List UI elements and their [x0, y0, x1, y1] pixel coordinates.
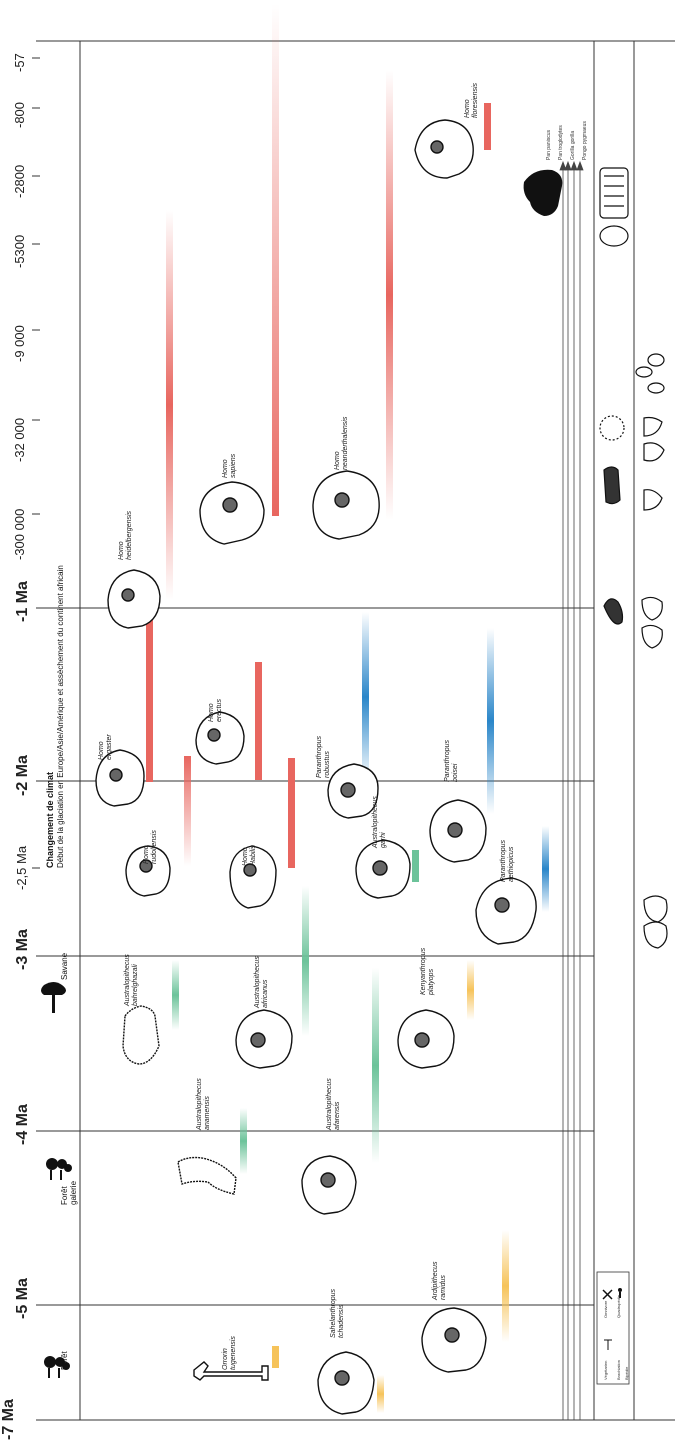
- bar-africanus: [302, 886, 309, 1036]
- skull-icon: [328, 764, 378, 818]
- tree-icon: [41, 982, 66, 1013]
- bar-neanderthalensis: [386, 70, 393, 520]
- ape-label: Gorilla gorilla: [570, 131, 576, 160]
- tool-icon: [644, 896, 667, 948]
- bar-afarensis: [372, 968, 379, 1163]
- frame: [36, 41, 675, 1420]
- tool-icon: [600, 226, 628, 246]
- bar-aethiopicus: [542, 826, 549, 912]
- legend-vegetarian: Végétarien: [603, 1361, 608, 1380]
- legend-quadrupedie: Quadrupédie: [616, 1295, 621, 1318]
- year-label: -800: [12, 102, 27, 128]
- tool-icon: [642, 597, 662, 648]
- label-floresiensis: Homo floresiensis: [464, 80, 480, 118]
- ape-label: Pongo pygmaeus: [582, 121, 588, 160]
- label-rudolfensis: Homo rudolfensis: [143, 824, 159, 864]
- bar-garhi: [412, 850, 419, 882]
- skull-icon: [178, 1158, 236, 1195]
- label-tugenensis: Orrorin tugenensis: [222, 1326, 238, 1370]
- label-platyops: Kenyanthropus platyops: [420, 941, 436, 995]
- habitat-foret: Forêt: [60, 1351, 69, 1370]
- label-africanus: Australopithecus africanus: [254, 948, 270, 1008]
- skull-icon: [422, 1308, 486, 1372]
- label-garhi: Australopithecus garhi: [372, 786, 388, 848]
- label-anamensis: Australopithecus anamensis: [196, 1070, 212, 1130]
- bar-ramidus: [502, 1230, 509, 1342]
- bar-tchadensis: [377, 1375, 384, 1413]
- label-heidelbergensis: Homo heidelbergensis: [118, 500, 134, 560]
- bar-habilis: [288, 758, 295, 868]
- bar-sapiens: [272, 4, 279, 516]
- legend-bipedie: Bipédie: [624, 1367, 629, 1380]
- label-neanderthalensis: Homo neanderthalensis: [334, 406, 350, 470]
- ape-label: Pan paniscus: [546, 130, 552, 160]
- ma-label-1: -1 Ma: [14, 581, 32, 622]
- skull-icon: [356, 840, 410, 898]
- skull-icon: [108, 570, 160, 628]
- skull-icon: [313, 471, 379, 539]
- bar-rudolfensis: [184, 756, 191, 866]
- sub-label-2-5: -2,5 Ma: [14, 846, 29, 890]
- skull-icon: [318, 1352, 374, 1414]
- skull-icon: [123, 1006, 159, 1064]
- tool-icon: [604, 467, 620, 504]
- label-ergaster: Homo ergaster: [98, 730, 114, 760]
- skull-icon: [302, 1156, 356, 1214]
- tool-icon: [604, 599, 623, 624]
- climate-text: Début de la glaciation en Europe/Asie/Am…: [56, 565, 65, 868]
- label-robustus: Paranthropus robustus: [316, 728, 332, 778]
- tool-icon: [636, 354, 664, 393]
- label-sapiens: Homo sapiens: [222, 448, 238, 478]
- label-erectus: Homo erectus: [208, 692, 224, 722]
- label-boisei: Paranthropus boisei: [444, 738, 460, 782]
- legend-brachiation: Brachiation: [616, 1360, 621, 1380]
- year-label: -9 000: [12, 325, 27, 362]
- year-label: -2800: [12, 165, 27, 198]
- year-label: -32 000: [12, 418, 27, 462]
- bar-ergaster: [146, 612, 153, 782]
- label-afarensis: Australopithecus afarensis: [326, 1070, 342, 1130]
- skull-icon: [430, 800, 486, 862]
- label-ramidus: Ardipithecus ramidus: [432, 1254, 448, 1300]
- ma-label-7: -7 Ma: [0, 1399, 18, 1440]
- bar-tugenensis: [272, 1346, 279, 1368]
- ma-label-5: -5 Ma: [14, 1278, 32, 1319]
- bar-heidelbergensis: [166, 210, 173, 600]
- skull-icon: [476, 878, 536, 944]
- tool-icon: [600, 168, 628, 218]
- ma-label-3: -3 Ma: [14, 929, 32, 970]
- skull-icon: [236, 1010, 292, 1068]
- year-label: -57: [12, 53, 27, 72]
- tool-icon: [644, 418, 664, 511]
- bar-robustus: [362, 612, 369, 782]
- ma-label-2: -2 Ma: [14, 755, 32, 796]
- bar-bahrelghazali: [172, 960, 179, 1030]
- year-ticks: [32, 58, 40, 868]
- label-bahrelghazali: Australopithecus bahrelghazali: [124, 936, 140, 1006]
- bar-platyops: [467, 960, 474, 1020]
- ma-label-4: -4 Ma: [14, 1104, 32, 1145]
- habitat-foret-galerie: Forêt galerie: [60, 1175, 78, 1205]
- bar-floresiensis: [484, 103, 491, 150]
- bar-boisei: [487, 628, 494, 814]
- bar-erectus: [255, 662, 262, 780]
- skull-icon: [200, 482, 264, 544]
- label-aethiopicus: Paranthropus aethiopicus: [500, 828, 516, 882]
- legend-omnivore: Omnivore: [603, 1301, 608, 1318]
- label-habilis: Homo Habilis: [242, 836, 258, 866]
- climate-title: Changement de climat: [45, 772, 55, 868]
- gorilla-icon: [524, 170, 563, 216]
- label-tchadensis: Sahelanthropus tchadensis: [330, 1280, 346, 1338]
- ape-label: Pan troglodytes: [558, 125, 564, 160]
- skull-icon: [398, 1010, 454, 1068]
- year-label: -5300: [12, 235, 27, 268]
- habitat-savane: Savane: [60, 953, 69, 980]
- skull-icon: [415, 120, 473, 178]
- bar-anamensis: [240, 1108, 247, 1174]
- ape-lineages: [560, 162, 583, 1420]
- year-label: -300 000: [12, 509, 27, 560]
- tool-icon: [600, 416, 624, 440]
